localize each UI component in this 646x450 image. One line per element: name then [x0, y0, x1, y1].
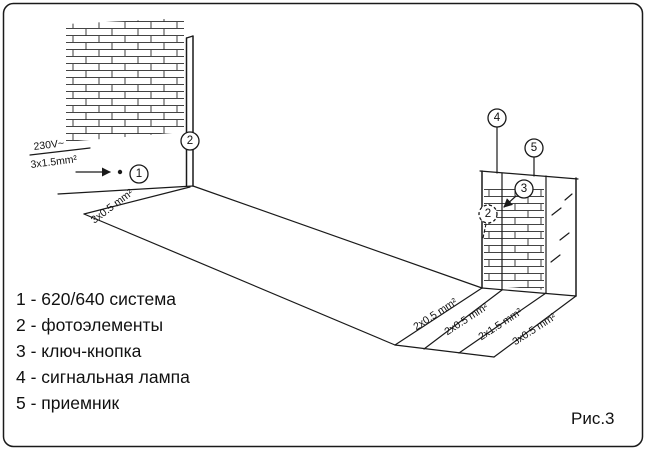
left-wall — [57, 18, 194, 195]
callout-system-1: 1 — [129, 164, 149, 184]
callout-number: 3 — [521, 183, 527, 195]
callout-photocell-left-2: 2 — [180, 131, 200, 151]
callout-circle — [180, 131, 200, 151]
branch-line — [423, 289, 503, 350]
callout-number: 1 — [136, 168, 142, 180]
right-wall — [479, 126, 579, 297]
supply-annotation: 230V~ 3x1.5mm² — [29, 137, 123, 177]
callout-photocell-right-2: 2 — [478, 204, 498, 239]
figure-caption: Рис.3 — [571, 409, 615, 428]
right-wall-top-edge — [479, 170, 579, 180]
branch-line — [458, 292, 547, 354]
hatch-tick — [564, 193, 573, 201]
voltage-label: 230V~ — [33, 137, 65, 153]
right-wall-base — [481, 287, 577, 297]
callout-receiver-5: 5 — [524, 138, 544, 158]
legend-item-4: 4 - сигнальная лампа — [16, 367, 190, 387]
fan-bottom-edge — [394, 344, 495, 358]
run-top-edge — [192, 185, 483, 289]
supply-cable-label: 3x1.5mm² — [30, 153, 78, 171]
callout-circle — [514, 179, 534, 199]
callout-number: 2 — [187, 135, 193, 147]
callout-circle — [129, 164, 149, 184]
callout-keybutton-3: 3 — [503, 179, 534, 208]
legend-item-5: 5 - приемник — [16, 393, 119, 413]
voltage-leader-line — [29, 147, 91, 156]
callout-circle — [487, 108, 507, 128]
callout-number: 2 — [485, 208, 491, 220]
callout-lamp-4: 4 — [487, 108, 507, 128]
legend-item-3: 3 - ключ-кнопка — [16, 341, 142, 361]
legend-item-1: 1 - 620/640 система — [16, 289, 176, 309]
hatch-tick — [551, 207, 562, 216]
callout-arrow — [503, 195, 517, 208]
hatch-tick — [559, 232, 570, 241]
branch-line — [394, 287, 483, 346]
left-floor-line — [57, 185, 194, 195]
right-wall-bricks — [484, 183, 544, 290]
legend-item-2: 2 - фотоэлементы — [16, 315, 163, 335]
supply-junction-dot — [117, 169, 123, 175]
callout-circle — [478, 204, 498, 224]
branch-line — [493, 295, 577, 358]
callout-circle — [524, 138, 544, 158]
hatch-tick — [550, 254, 561, 263]
run-bottom-edge — [83, 213, 396, 346]
left-conduit-cap — [185, 35, 194, 39]
callout-number: 5 — [531, 142, 537, 154]
callout-dashed-leader — [482, 223, 487, 239]
legend: 1 - 620/640 система 2 - фотоэлементы 3 -… — [16, 289, 190, 413]
callout-number: 4 — [494, 112, 501, 124]
left-wall-bricks — [66, 18, 184, 142]
run-left-cap — [83, 186, 191, 215]
